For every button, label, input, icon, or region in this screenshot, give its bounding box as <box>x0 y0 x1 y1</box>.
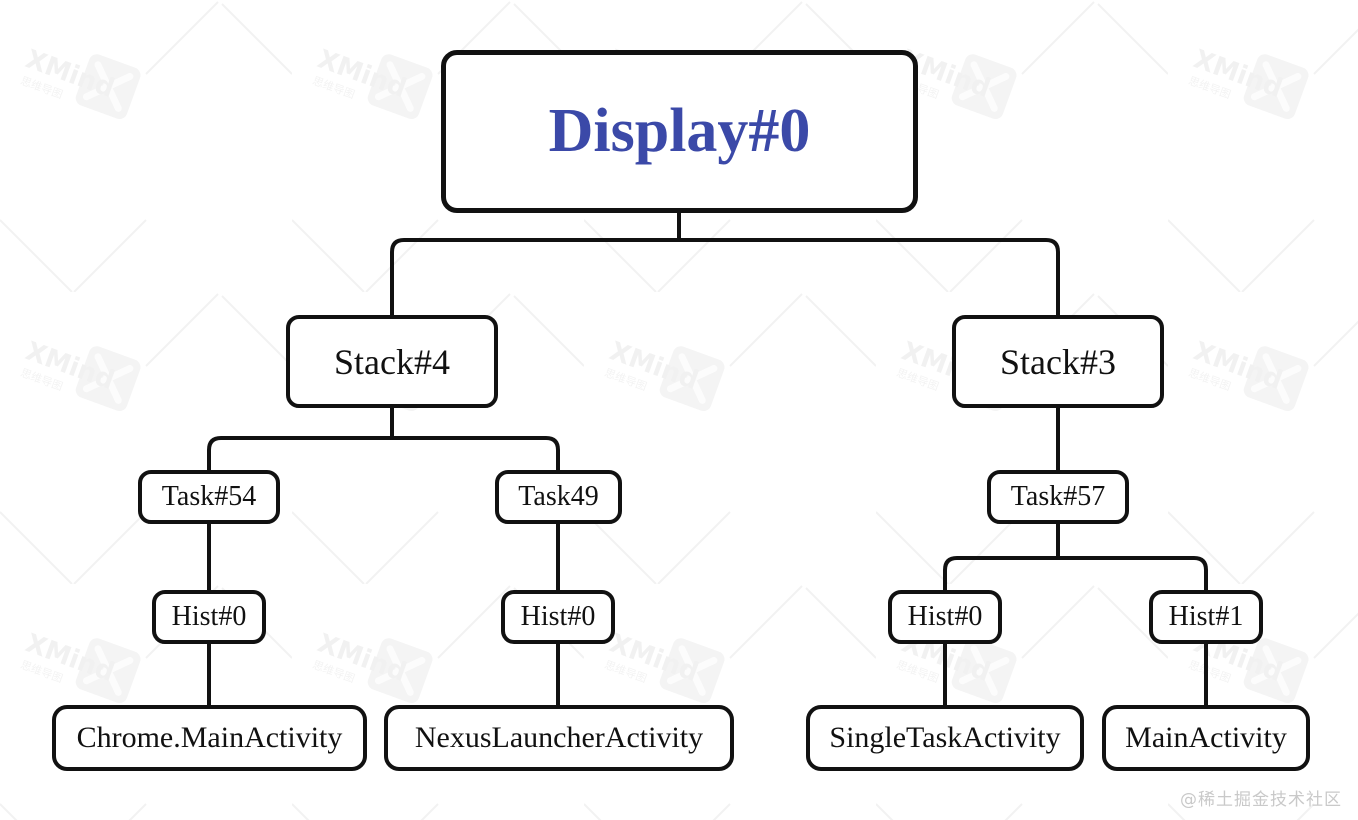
node-label-task-54: Task#54 <box>161 481 257 512</box>
node-label-activity-nexus-launcher: NexusLauncherActivity <box>414 721 704 754</box>
node-label-stack-4: Stack#4 <box>334 341 450 382</box>
node-task-49[interactable]: Task49 <box>495 470 622 524</box>
node-activity-chrome-main[interactable]: Chrome.MainActivity <box>52 705 367 771</box>
node-label-stack-3: Stack#3 <box>1000 341 1116 382</box>
node-label-display: Display#0 <box>548 97 811 165</box>
node-hist-0-task57[interactable]: Hist#0 <box>888 590 1002 644</box>
corner-watermark: @稀土掘金技术社区 <box>1180 790 1342 810</box>
node-task-57[interactable]: Task#57 <box>987 470 1129 524</box>
node-activity-single-task[interactable]: SingleTaskActivity <box>806 705 1084 771</box>
node-task-54[interactable]: Task#54 <box>138 470 280 524</box>
node-hist-0-task49[interactable]: Hist#0 <box>501 590 615 644</box>
node-label-activity-single-task: SingleTaskActivity <box>829 721 1061 754</box>
node-display-root[interactable]: Display#0 <box>441 50 918 213</box>
node-activity-main[interactable]: MainActivity <box>1102 705 1310 771</box>
node-label-hist-0-task49: Hist#0 <box>520 601 596 632</box>
edge-bus-to-hist0-r <box>943 556 1058 590</box>
node-hist-1-task57[interactable]: Hist#1 <box>1149 590 1263 644</box>
node-label-activity-main: MainActivity <box>1125 721 1287 754</box>
node-stack-3[interactable]: Stack#3 <box>952 315 1164 408</box>
node-hist-0-task54[interactable]: Hist#0 <box>152 590 266 644</box>
edge-bus-to-stack4 <box>390 238 679 315</box>
node-stack-4[interactable]: Stack#4 <box>286 315 498 408</box>
edge-bus-to-stack3 <box>679 238 1060 315</box>
edge-bus-to-task54 <box>207 436 392 470</box>
node-label-task-57: Task#57 <box>1010 481 1106 512</box>
node-activity-nexus-launcher[interactable]: NexusLauncherActivity <box>384 705 734 771</box>
node-label-activity-chrome-main: Chrome.MainActivity <box>76 721 343 754</box>
node-label-hist-0-task54: Hist#0 <box>171 601 247 632</box>
node-label-hist-0-task57: Hist#0 <box>907 601 983 632</box>
node-label-hist-1-task57: Hist#1 <box>1168 601 1244 632</box>
edge-bus-to-hist1-r <box>1058 556 1208 590</box>
node-label-task-49: Task49 <box>518 481 599 512</box>
edge-bus-to-task49 <box>392 436 560 470</box>
